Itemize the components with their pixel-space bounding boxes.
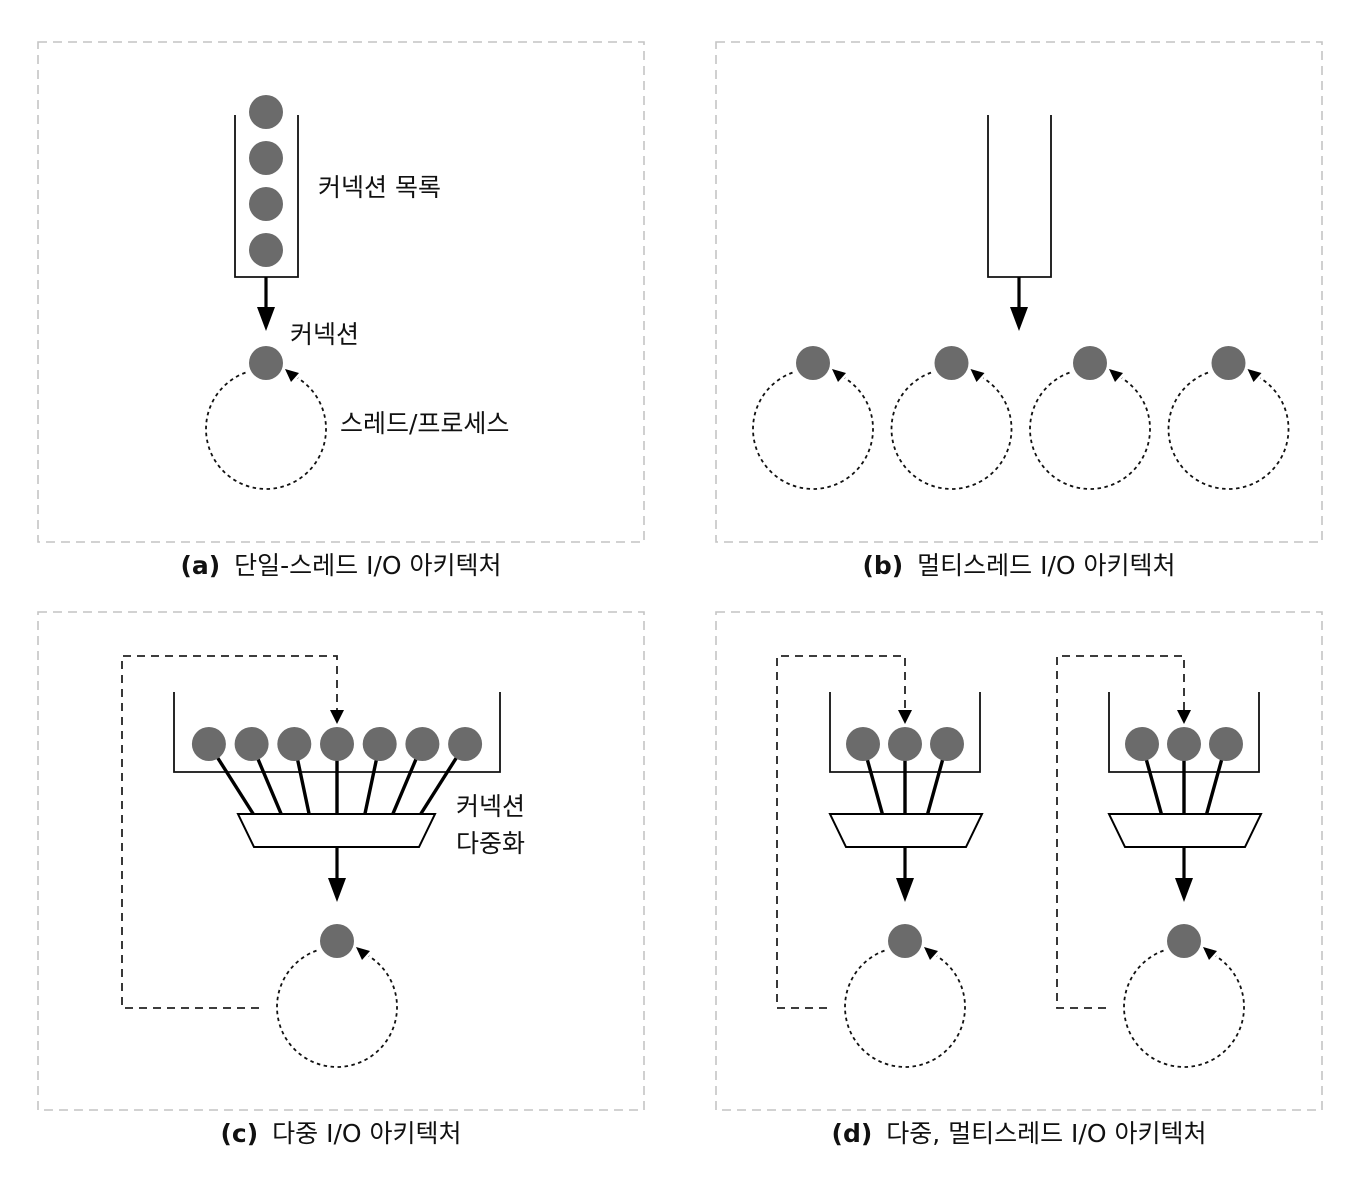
thread-loop-path bbox=[1167, 371, 1290, 490]
multiplexer bbox=[236, 813, 437, 848]
thread-loop bbox=[1029, 346, 1151, 490]
caption-letter: (b) bbox=[862, 551, 903, 580]
caption-letter: (c) bbox=[221, 1119, 259, 1148]
panel-a: 커넥션 목록 커넥션 스레드/프로세스 (a) 단일-스레드 I/O 아키텍처 bbox=[37, 41, 645, 580]
queued-connection-node bbox=[888, 727, 922, 761]
queued-connection-node bbox=[249, 95, 283, 129]
feedback-path bbox=[121, 655, 338, 1009]
queued-connection-node bbox=[249, 187, 283, 221]
caption-text: 다중 I/O 아키텍처 bbox=[272, 1119, 461, 1148]
queued-connection-node bbox=[1125, 727, 1159, 761]
feedback-arrow-head bbox=[1177, 710, 1191, 724]
thread-loop-arrow-head bbox=[832, 369, 846, 382]
caption-b: (b) 멀티스레드 I/O 아키텍처 bbox=[862, 551, 1175, 580]
thread-loop-arrow-head bbox=[1203, 947, 1217, 960]
thread-loops bbox=[752, 346, 1290, 490]
flow-arrow-head bbox=[896, 878, 914, 902]
thread-loop-path bbox=[890, 371, 1013, 490]
active-connection-node bbox=[1073, 346, 1107, 380]
queued-connection-node bbox=[320, 727, 354, 761]
caption-text: 단일-스레드 I/O 아키텍처 bbox=[234, 551, 501, 580]
thread-loop-path bbox=[276, 949, 398, 1068]
thread-loop-arrow-head bbox=[924, 947, 938, 960]
thread-loop-path bbox=[752, 371, 874, 490]
feedback-arrow-head bbox=[330, 710, 344, 724]
queued-connection-node bbox=[362, 727, 397, 761]
thread-loop-arrow-head bbox=[285, 369, 299, 382]
caption-letter: (a) bbox=[180, 551, 220, 580]
panel-frame bbox=[37, 611, 645, 1111]
queued-connection-node bbox=[249, 141, 283, 175]
thread-loop-arrow-head bbox=[1109, 369, 1123, 382]
panel-b: (b) 멀티스레드 I/O 아키텍처 bbox=[715, 41, 1323, 580]
connection-queue bbox=[987, 115, 1052, 278]
thread-loop-arrow-head bbox=[970, 369, 985, 382]
thread-loop-path bbox=[205, 371, 327, 490]
thread-loop bbox=[1123, 924, 1245, 1068]
queued-connection-node bbox=[1167, 727, 1201, 761]
panel-c: 커넥션 다중화 (c) 다중 I/O 아키텍처 bbox=[37, 611, 645, 1148]
caption-a: (a) 단일-스레드 I/O 아키텍처 bbox=[180, 551, 501, 580]
queued-connection-node bbox=[1209, 727, 1243, 761]
thread-loop bbox=[752, 346, 874, 490]
flow-arrow-head bbox=[1010, 307, 1028, 331]
panel-frame bbox=[715, 41, 1323, 543]
flow-arrow-head bbox=[257, 307, 275, 331]
queued-connections bbox=[249, 95, 283, 267]
flow-arrow-head bbox=[328, 878, 346, 902]
caption-c: (c) 다중 I/O 아키텍처 bbox=[221, 1119, 462, 1148]
active-connection-node bbox=[934, 346, 969, 380]
queued-connection-node bbox=[405, 727, 440, 761]
active-connection-node bbox=[1167, 924, 1201, 958]
thread-loop-arrow-head bbox=[356, 947, 370, 960]
queued-connection-node bbox=[191, 727, 226, 761]
caption-letter: (d) bbox=[832, 1119, 873, 1148]
feedback-path bbox=[1056, 655, 1185, 1009]
label-mux-line2: 다중화 bbox=[456, 829, 525, 858]
thread-loop bbox=[205, 346, 327, 490]
active-connection-node bbox=[320, 924, 354, 958]
thread-loop-path bbox=[1029, 371, 1151, 490]
caption-text: 다중, 멀티스레드 I/O 아키텍처 bbox=[886, 1119, 1206, 1148]
feedback-arrow-head bbox=[898, 710, 912, 724]
label-mux-line1: 커넥션 bbox=[456, 792, 525, 821]
active-connection-node bbox=[888, 924, 922, 958]
thread-loop bbox=[1167, 346, 1290, 490]
multiplex-group bbox=[776, 655, 984, 1068]
flow-arrow-head bbox=[1175, 878, 1193, 902]
panel-frame bbox=[715, 611, 1323, 1111]
queued-connection-node bbox=[234, 727, 269, 761]
active-connection-node bbox=[1211, 346, 1246, 380]
thread-loop bbox=[844, 924, 966, 1068]
queued-connection-node bbox=[448, 727, 483, 761]
label-connection: 커넥션 bbox=[290, 320, 359, 349]
queued-connection-node bbox=[846, 727, 880, 761]
queued-connection-node bbox=[930, 727, 964, 761]
multiplexer bbox=[1107, 813, 1263, 848]
multiplex-group bbox=[1056, 655, 1263, 1068]
thread-loop bbox=[205, 346, 327, 490]
multiplexer bbox=[828, 813, 984, 848]
panel-d: (d) 다중, 멀티스레드 I/O 아키텍처 bbox=[715, 611, 1323, 1148]
panel-frame bbox=[37, 41, 645, 543]
label-connection-queue: 커넥션 목록 bbox=[318, 173, 441, 202]
queued-connection-node bbox=[277, 727, 312, 761]
thread-loop-path bbox=[1123, 949, 1245, 1068]
active-connection-node bbox=[796, 346, 830, 380]
thread-loop bbox=[276, 924, 398, 1068]
caption-d: (d) 다중, 멀티스레드 I/O 아키텍처 bbox=[832, 1119, 1207, 1148]
multiplex-group bbox=[121, 655, 501, 1068]
queued-connection-node bbox=[249, 233, 283, 267]
thread-loop-arrow-head bbox=[1247, 369, 1262, 382]
feedback-path bbox=[776, 655, 906, 1009]
thread-loop bbox=[890, 346, 1013, 490]
label-thread-process: 스레드/프로세스 bbox=[340, 409, 509, 438]
caption-text: 멀티스레드 I/O 아키텍처 bbox=[917, 551, 1175, 580]
thread-loop-path bbox=[844, 949, 966, 1068]
active-connection-node bbox=[249, 346, 283, 380]
